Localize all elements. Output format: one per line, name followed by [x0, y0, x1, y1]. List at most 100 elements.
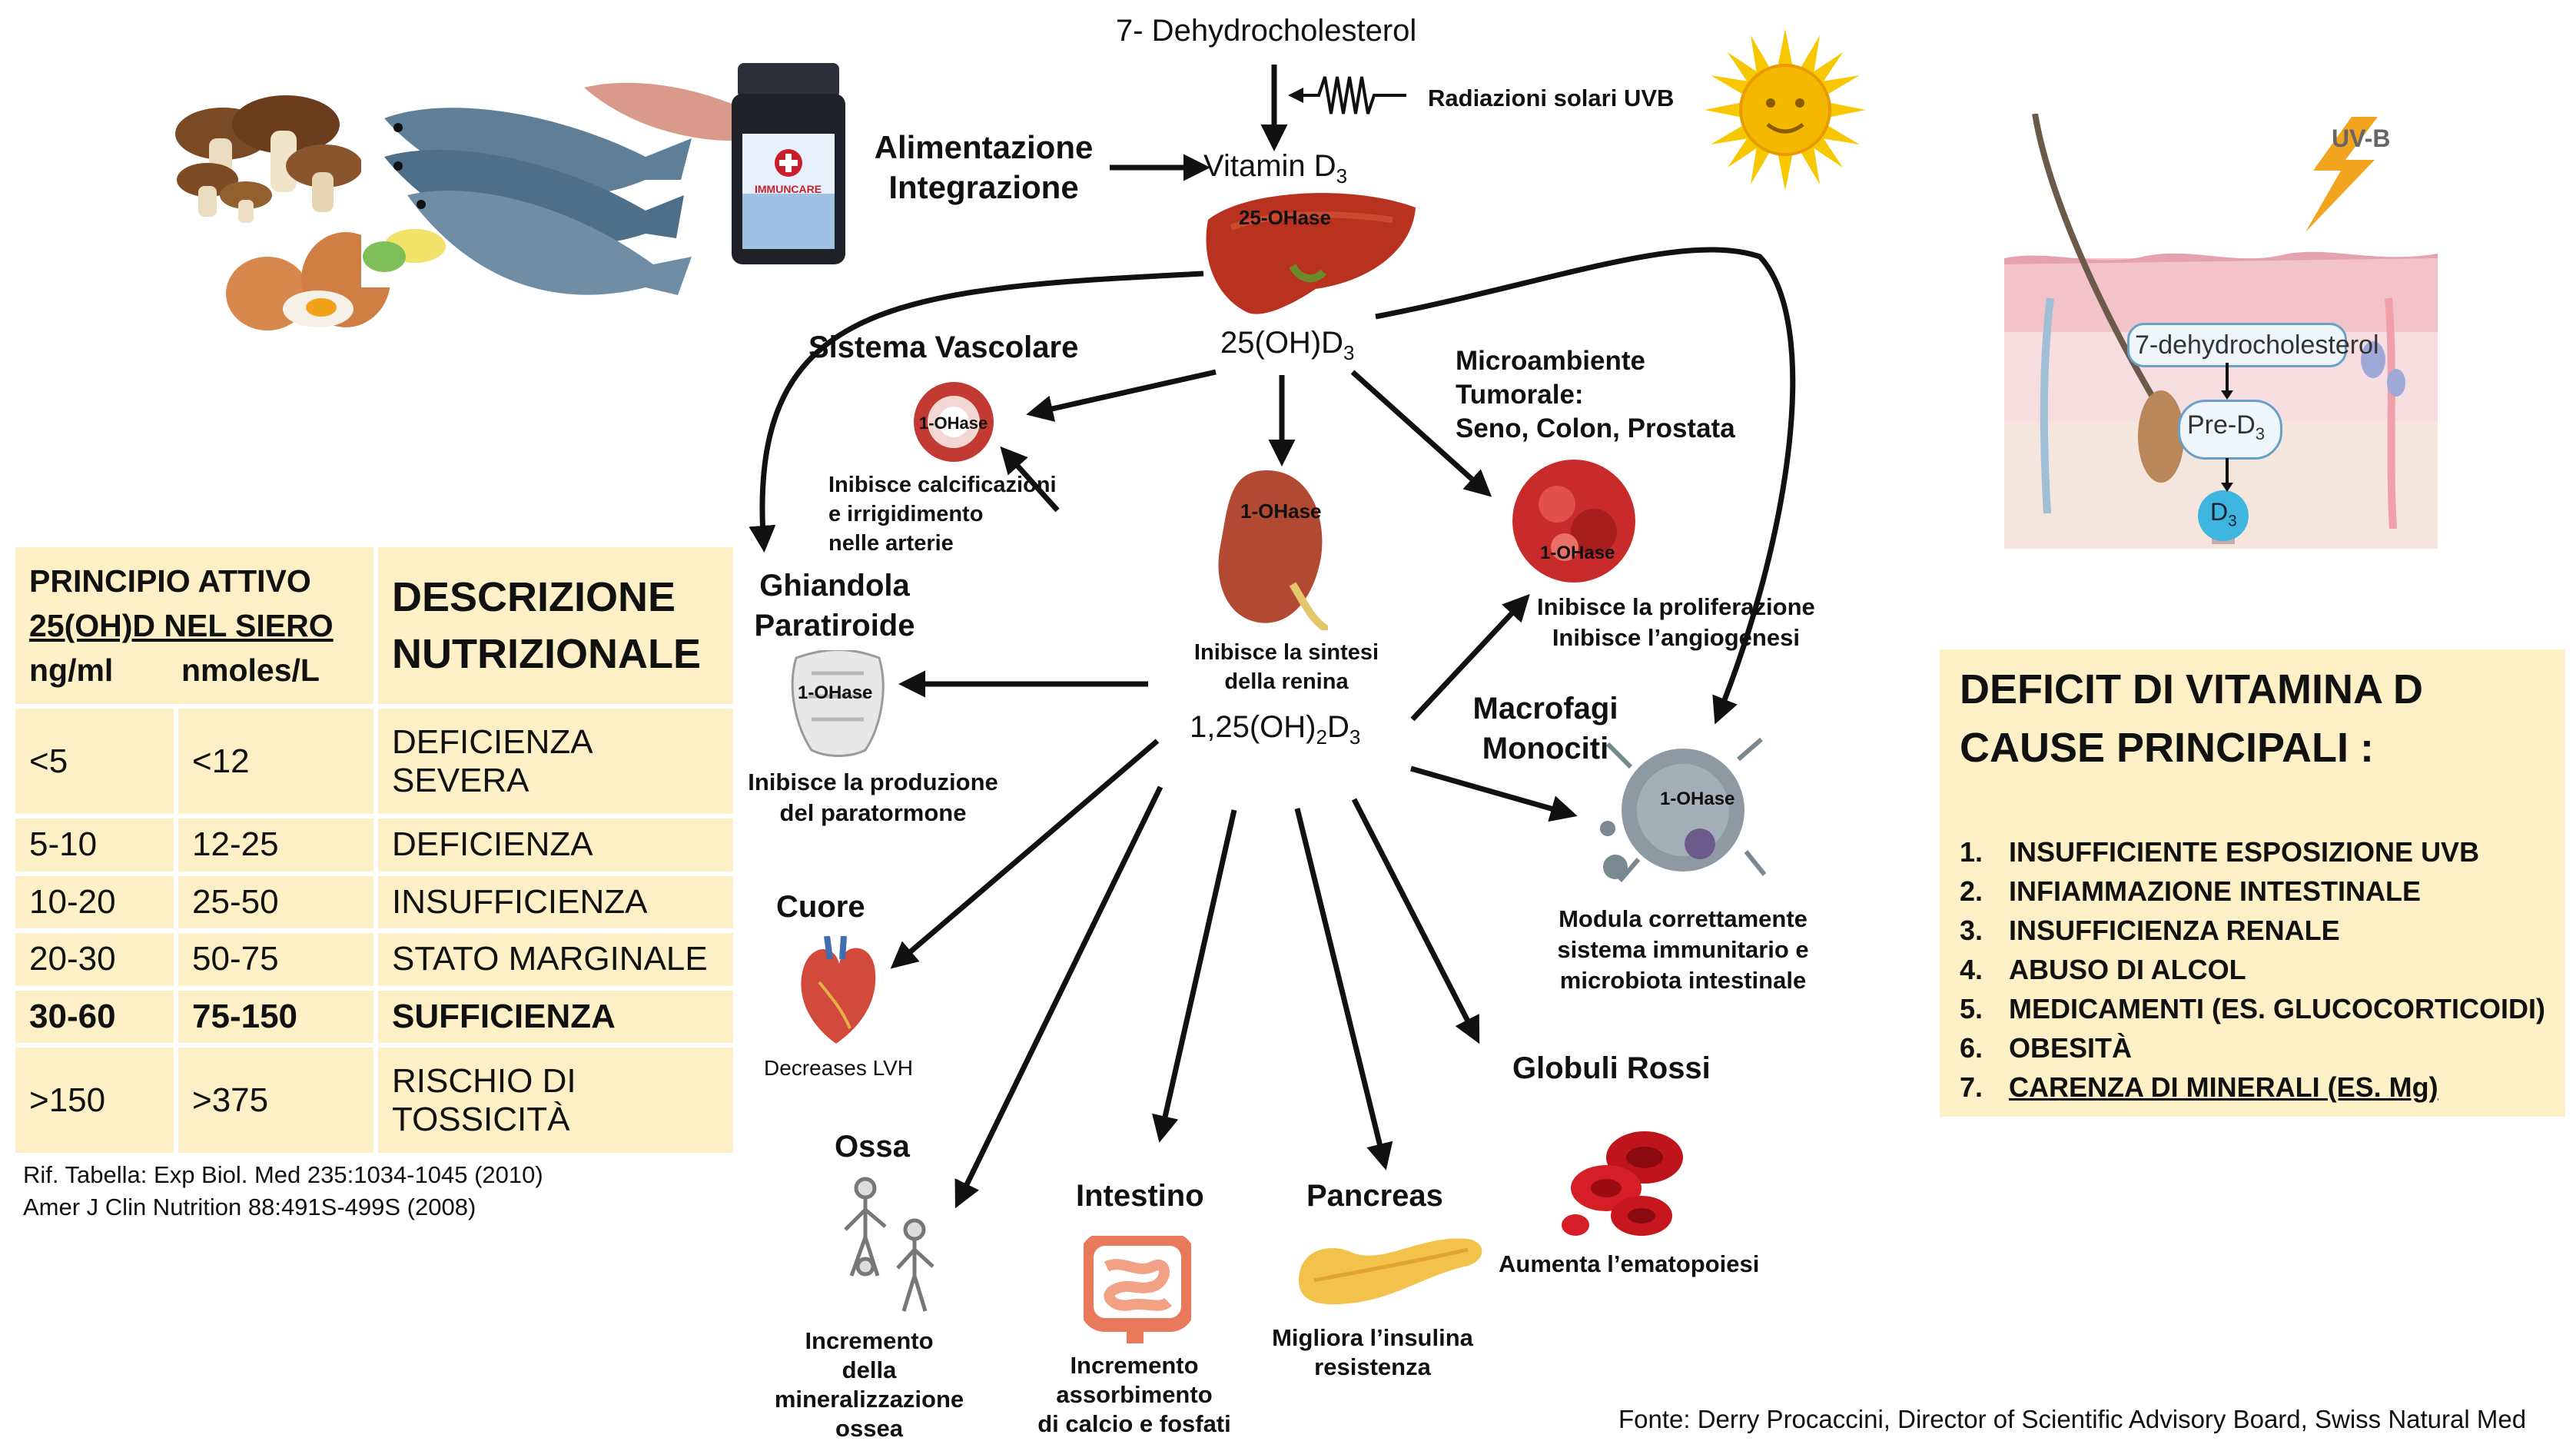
vascular-note: Inibisce calcificazioni e irrigidimento …: [828, 470, 1057, 558]
skin-cross-section-illustration: [2004, 113, 2438, 549]
pancreas-note: Migliora l’insulina resistenza: [1265, 1323, 1480, 1382]
hydroxy-25-label: 25(OH)D3: [1220, 326, 1355, 365]
cell-nmol: 12-25: [178, 818, 373, 872]
cell-nmol: 50-75: [178, 933, 373, 986]
macrophage-icon: [1600, 737, 1767, 882]
tumor-note-line2: Inibisce l’angiogenesi: [1552, 624, 1800, 651]
cell-nmol: 75-150: [178, 990, 373, 1043]
list-item: 1.INSUFFICIENTE ESPOSIZIONE UVB: [1960, 832, 2545, 872]
mushrooms-icon: [175, 95, 363, 223]
supplement-bottle: IMMUNCARE: [732, 63, 845, 264]
vascular-title: Sistema Vascolare: [808, 330, 1079, 364]
cell-desc: STATO MARGINALE: [378, 933, 733, 986]
table-row: 5-10 12-25 DEFICIENZA: [15, 818, 733, 872]
parathyroid-note-line2: del paratormone: [779, 799, 967, 826]
table-reference-2: Amer J Clin Nutrition 88:491S-499S (2008…: [23, 1194, 476, 1220]
macrophage-note-line2: sistema immunitario e: [1557, 936, 1809, 963]
cell-desc: SUFFICIENZA: [378, 990, 733, 1043]
list-number: 6.: [1960, 1032, 1983, 1064]
list-number: 3.: [1960, 915, 1983, 946]
list-number: 4.: [1960, 954, 1983, 985]
kidney-note: Inibisce la sintesi della renina: [1179, 638, 1394, 696]
macrophage-note: Modula correttamente sistema immunitario…: [1537, 904, 1829, 996]
skin-pre-d3-subscript: 3: [2255, 423, 2266, 443]
uvb-wave-icon: [1300, 76, 1406, 115]
parathyroid-title: Ghiandola Paratiroide: [742, 566, 927, 646]
tumor-title-line3: Seno, Colon, Prostata: [1456, 413, 1735, 443]
macrophage-title-line1: Macrofagi: [1472, 692, 1618, 726]
red-blood-cells-icon: [1562, 1131, 1683, 1236]
diet-label-line1: Alimentazione: [874, 129, 1094, 165]
vascular-enzyme-label: 1-OHase: [919, 413, 988, 433]
arrow-to-red-cells: [1351, 798, 1480, 1044]
list-text: INSUFFICIENTE ESPOSIZIONE UVB: [2009, 836, 2480, 868]
parathyroid-gland-icon: [791, 650, 885, 757]
liver-enzyme-label: 25-OHase: [1239, 206, 1331, 229]
tumor-title-line2: Tumorale:: [1456, 380, 1584, 410]
skin-pre-d3-text: Pre-D: [2187, 410, 2256, 440]
macrophage-enzyme-label: 1-OHase: [1660, 789, 1735, 809]
parathyroid-enzyme-label: 1-OHase: [798, 682, 873, 703]
kidney-icon: [1218, 470, 1328, 630]
kidney-note-line2: della renina: [1224, 669, 1349, 694]
header-desc-line1: DESCRIZIONE: [392, 574, 676, 620]
fish-icon: [361, 65, 784, 295]
cell-nmol: <12: [178, 709, 373, 814]
deficit-title-line1: DEFICIT DI VITAMINA D: [1960, 666, 2423, 712]
supplement-label: IMMUNCARE: [755, 183, 822, 195]
kidney-enzyme-label: 1-OHase: [1240, 500, 1322, 523]
list-text: CARENZA DI MINERALI (ES. Mg): [2009, 1071, 2438, 1103]
calcitriol-subscript-2: 2: [1316, 726, 1327, 749]
calcitriol-text: 1,25(OH): [1190, 710, 1316, 744]
header-units: ng/ml nmoles/L: [29, 648, 360, 692]
list-number: 7.: [1960, 1071, 1983, 1103]
list-item: 7. CARENZA DI MINERALI (ES. Mg): [1960, 1067, 2545, 1107]
table-references: Rif. Tabella: Exp Biol. Med 235:1034-104…: [23, 1159, 543, 1224]
bones-note: Incremento della mineralizzazione ossea: [765, 1326, 973, 1443]
skin-d3-subscript: 3: [2228, 512, 2237, 530]
skin-arrows: [2221, 363, 2233, 492]
table-header-description: DESCRIZIONE NUTRIZIONALE: [378, 547, 733, 704]
cell-desc: RISCHIO DI TOSSICITÀ: [378, 1048, 733, 1153]
table-header-serum: PRINCIPIO ATTIVO 25(OH)D NEL SIERO ng/ml…: [15, 547, 373, 704]
heart-icon: [801, 936, 876, 1044]
macrophage-note-line1: Modula correttamente: [1559, 905, 1808, 932]
uvb-bolt-icon: [2305, 117, 2378, 232]
intestine-note-line2: assorbimento: [1056, 1381, 1213, 1408]
bones-note-line1: Incremento: [805, 1327, 934, 1354]
red-cells-note: Aumenta l’ematopoiesi: [1499, 1250, 1760, 1277]
intestine-note-line1: Incremento: [1070, 1352, 1199, 1379]
intestine-note-line3: di calcio e fosfati: [1037, 1410, 1231, 1437]
skin-compound-label: 7-dehydrocholesterol: [2135, 330, 2379, 360]
arrow-to-macrophages: [1410, 765, 1578, 822]
bones-title: Ossa: [835, 1130, 910, 1164]
heart-title: Cuore: [776, 890, 865, 924]
red-cells-title: Globuli Rossi: [1512, 1051, 1711, 1085]
cell-ng: 10-20: [15, 875, 174, 928]
pancreas-note-line1: Migliora l’insulina: [1272, 1324, 1473, 1351]
header-desc-line2: NUTRIZIONALE: [392, 631, 701, 677]
macrophage-title: Macrofagi Monociti: [1457, 689, 1634, 769]
vitamin-d-levels-table: PRINCIPIO ATTIVO 25(OH)D NEL SIERO ng/ml…: [11, 543, 738, 1157]
table-row: 10-20 25-50 INSUFFICIENZA: [15, 875, 733, 928]
vitamin-d3-subscript: 3: [1336, 164, 1348, 188]
skin-compound-box: [2127, 323, 2347, 367]
artery-icon: [914, 382, 994, 462]
list-text: INFIAMMAZIONE INTESTINALE: [2009, 875, 2421, 907]
list-text: ABUSO DI ALCOL: [2009, 954, 2246, 985]
list-item: 6.OBESITÀ: [1960, 1028, 2545, 1067]
list-text: INSUFFICIENZA RENALE: [2009, 915, 2340, 946]
intestine-note: Incremento assorbimento di calcio e fosf…: [1034, 1351, 1234, 1439]
vascular-note-line3: nelle arterie: [828, 531, 954, 556]
header-serum-line2: 25(OH)D NEL SIERO: [29, 608, 334, 643]
pancreas-icon: [1299, 1238, 1482, 1305]
skin-pre-d3-box: [2178, 400, 2282, 460]
supplement-bottle-icon: [732, 63, 845, 264]
table-row: 20-30 50-75 STATO MARGINALE: [15, 933, 733, 986]
list-number: 5.: [1960, 993, 1983, 1024]
kidney-note-line1: Inibisce la sintesi: [1193, 640, 1379, 665]
deficit-causes-box: DEFICIT DI VITAMINA D CAUSE PRINCIPALI :…: [1940, 649, 2565, 1117]
diet-label-line2: Integrazione: [888, 169, 1079, 205]
cell-desc: DEFICIENZA SEVERA: [378, 709, 733, 814]
diet-label: Alimentazione Integrazione: [868, 128, 1099, 208]
